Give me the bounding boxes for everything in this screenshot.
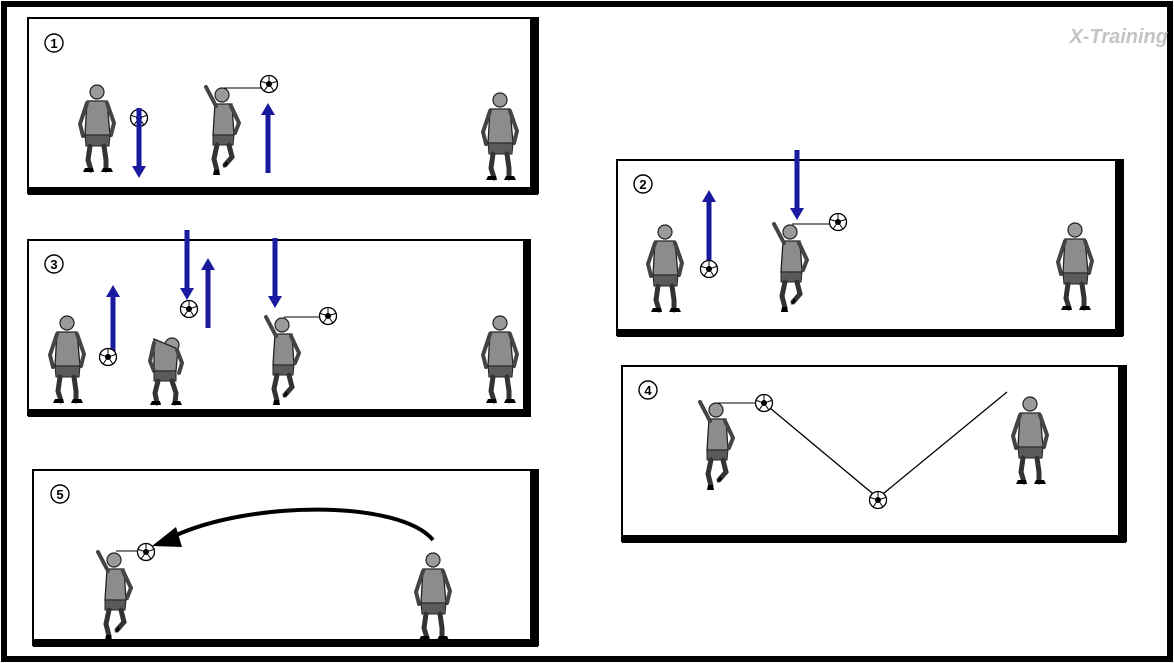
player-figure-icon	[1013, 397, 1047, 484]
soccer-ball-icon	[754, 393, 774, 413]
player-figure-icon	[150, 338, 182, 405]
soccer-ball-icon	[828, 212, 848, 232]
soccer-ball-icon	[868, 490, 888, 510]
panel-number-badge: 3	[44, 254, 64, 274]
player-figure-icon	[206, 87, 239, 175]
svg-text:5: 5	[56, 487, 63, 502]
watermark-logo: X-Training	[1068, 26, 1168, 48]
player-figure-icon	[98, 552, 131, 640]
arrow-up-icon	[201, 258, 215, 328]
player-figure-icon	[483, 316, 517, 403]
soccer-ball-icon	[699, 259, 719, 279]
player-figure-icon	[774, 224, 807, 312]
arrow-down-icon	[268, 238, 282, 308]
player-figure-icon	[648, 225, 682, 312]
soccer-ball-icon	[259, 74, 279, 94]
arrow-up-icon	[702, 190, 716, 260]
arrow-up-icon	[106, 285, 120, 355]
panel-number-badge: 1	[44, 33, 64, 53]
panel-1: 1	[27, 17, 539, 195]
soccer-ball-icon	[179, 299, 199, 319]
arrow-up-icon	[261, 103, 275, 173]
ball-path-line	[769, 391, 1008, 499]
player-figure-icon	[50, 316, 84, 403]
soccer-ball-icon	[136, 542, 156, 562]
player-figure-icon	[266, 317, 299, 405]
panel-4: 4	[621, 365, 1127, 543]
svg-text:2: 2	[639, 177, 646, 192]
player-figure-icon	[483, 93, 517, 180]
panel-number-badge: 5	[50, 484, 70, 504]
player-figure-icon	[1058, 223, 1092, 310]
panel-3: 3	[27, 230, 531, 417]
player-figure-icon	[416, 553, 450, 640]
player-figure-icon	[700, 402, 733, 490]
soccer-ball-icon	[98, 347, 118, 367]
svg-text:3: 3	[50, 257, 57, 272]
panel-2: 2	[616, 150, 1124, 337]
player-figure-icon	[80, 85, 114, 172]
svg-text:1: 1	[50, 36, 57, 51]
curved-pass-arrow-icon	[152, 507, 435, 547]
soccer-ball-icon	[318, 306, 338, 326]
panel-5: 5	[32, 469, 539, 647]
panel-number-badge: 4	[638, 380, 658, 400]
svg-text:4: 4	[644, 383, 652, 398]
panel-number-badge: 2	[633, 174, 653, 194]
